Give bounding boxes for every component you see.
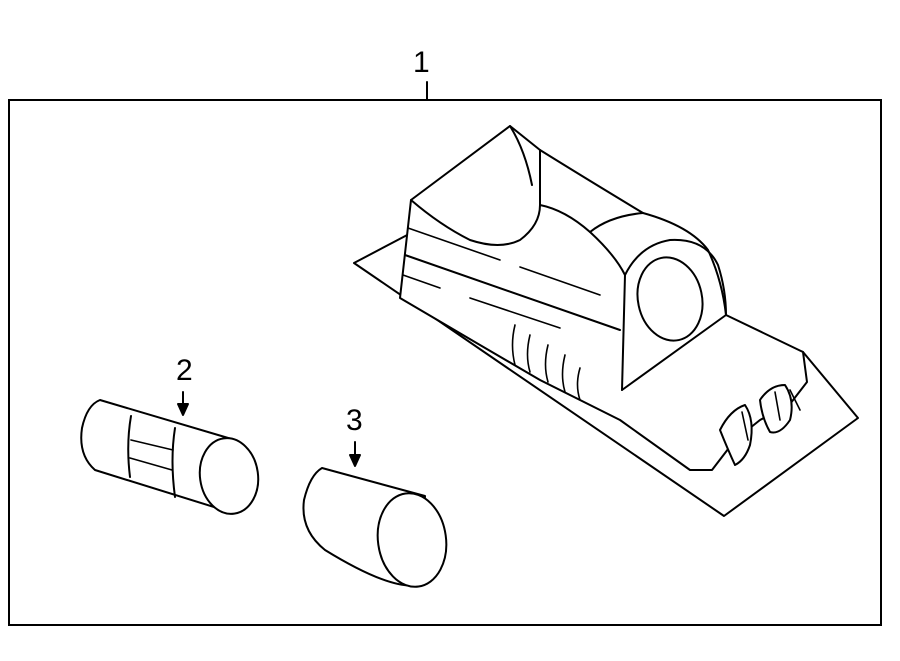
bulb-end-cap [198, 437, 260, 515]
housing-rib-3 [544, 344, 549, 383]
lamp-lens [636, 256, 704, 342]
callout-2-arrow [177, 403, 189, 416]
callout-1-label: 1 [413, 46, 430, 79]
callout-2-label: 2 [176, 354, 193, 387]
housing-body [399, 125, 808, 471]
housing-clip-detail [741, 389, 801, 441]
bulb-band-line-1 [130, 439, 174, 451]
housing-clip-2 [759, 384, 793, 434]
bulb-band-line-2 [129, 457, 173, 471]
callout-3-label: 3 [346, 404, 363, 437]
housing-rib-1 [511, 324, 516, 366]
bulb-body [80, 399, 236, 513]
bulb-band-right [171, 427, 176, 498]
housing-rib-2 [526, 334, 531, 373]
callout-3-arrow [349, 454, 361, 467]
housing-side-line-3 [402, 274, 561, 329]
housing-side-line-1 [404, 254, 621, 331]
bulb-band-left [127, 415, 132, 478]
housing-front-edge [621, 314, 727, 391]
bulb-part[interactable]: 2 [80, 354, 263, 518]
housing-top-ridge [410, 149, 541, 246]
housing-rib-4 [561, 354, 566, 393]
lamp-cylinder-side [589, 212, 644, 233]
socket-part[interactable]: 3 [302, 404, 452, 591]
lamp-housing-part[interactable] [353, 125, 859, 517]
socket-end-cap [376, 492, 448, 588]
housing-top-curve [509, 125, 533, 186]
lamp-cylinder-front [621, 274, 626, 391]
lamp-cylinder-arc [624, 238, 727, 316]
housing-side-line-2 [407, 227, 601, 296]
housing-rib-5 [576, 367, 581, 401]
